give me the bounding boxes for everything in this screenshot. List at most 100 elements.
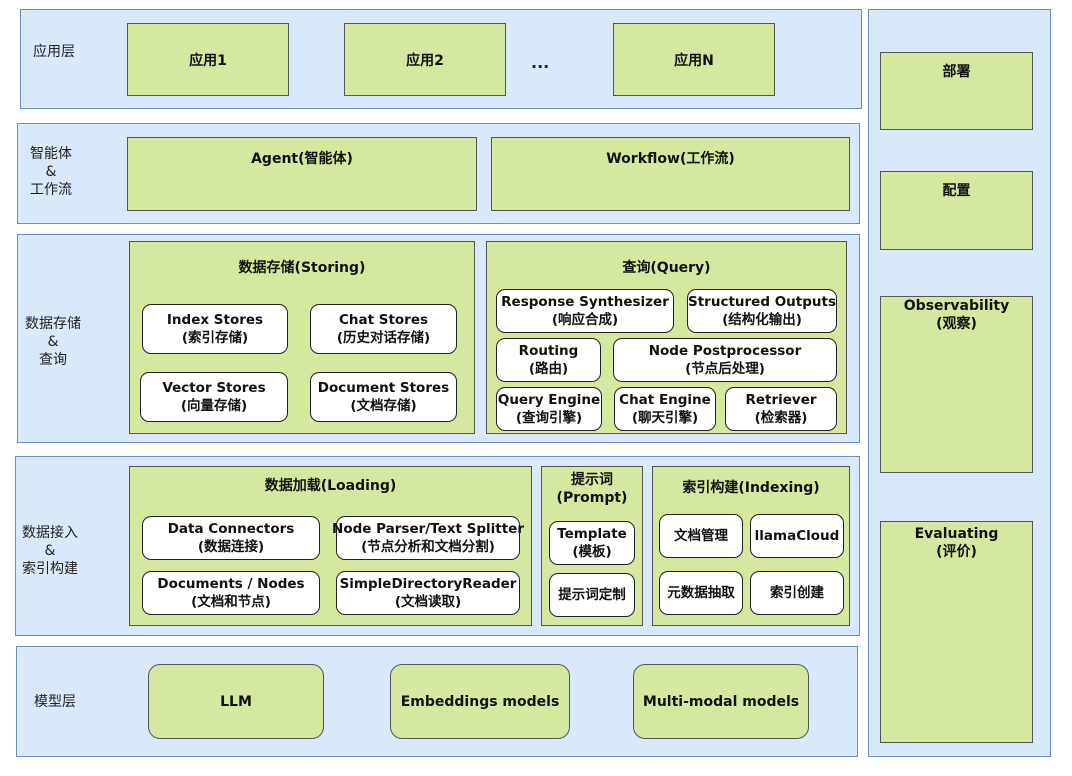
document-stores-box: Document Stores (文档存储)	[310, 372, 457, 422]
prompt-title-line1: 提示词	[571, 472, 613, 488]
data-connectors-name: Data Connectors	[167, 521, 295, 537]
app-2-box: 应用2	[344, 23, 506, 96]
query-engine-name: Query Engine	[497, 392, 601, 408]
node-parser-name: Node Parser/Text Splitter	[332, 521, 524, 537]
query-group: 查询(Query) Response Synthesizer (响应合成) St…	[486, 241, 847, 434]
deploy-title: 部署	[942, 64, 971, 80]
evaluating-title-line2: (评价)	[936, 544, 977, 560]
node-postprocessor-name: Node Postprocessor	[648, 343, 802, 359]
documents-nodes-name: Documents / Nodes	[157, 576, 305, 592]
storage-layer-label-line1: 数据存储	[25, 316, 81, 332]
response-synthesizer-sub: (响应合成)	[551, 312, 619, 328]
simple-directory-reader-sub: (文档读取)	[394, 594, 462, 610]
node-parser-sub: (节点分析和文档分割)	[361, 539, 495, 555]
embeddings-models-box: Embeddings models	[390, 664, 570, 739]
prompt-custom-name: 提示词定制	[558, 587, 626, 603]
doc-management-box: 文档管理	[659, 514, 743, 558]
multimodal-models-box: Multi-modal models	[633, 664, 809, 739]
node-postprocessor-sub: (节点后处理)	[685, 361, 765, 377]
documents-nodes-sub: (文档和节点)	[191, 594, 271, 610]
side-panel: 部署 配置 Observability (观察) Evaluating (评价)	[868, 9, 1051, 757]
prompt-group: 提示词 (Prompt) Template (模板) 提示词定制	[541, 466, 643, 626]
observability-title: Observability (观察)	[881, 297, 1032, 333]
documents-nodes-box: Documents / Nodes (文档和节点)	[142, 571, 320, 615]
routing-sub: (路由)	[528, 361, 569, 377]
document-stores-name: Document Stores	[317, 380, 450, 396]
agent-layer: 智能体 & 工作流 Agent(智能体) Workflow(工作流)	[17, 123, 860, 224]
node-postprocessor-box: Node Postprocessor (节点后处理)	[613, 338, 837, 382]
structured-outputs-box: Structured Outputs (结构化输出)	[687, 289, 837, 333]
vector-stores-name: Vector Stores	[162, 380, 266, 396]
template-box: Template (模板)	[549, 521, 635, 565]
retriever-name: Retriever	[745, 392, 817, 408]
storage-layer-label-line2: &	[47, 334, 59, 350]
template-name: Template	[557, 526, 627, 542]
agent-title: Agent(智能体)	[251, 151, 353, 167]
query-engine-box: Query Engine (查询引擎)	[496, 387, 602, 431]
response-synthesizer-box: Response Synthesizer (响应合成)	[496, 289, 674, 333]
app-1-box: 应用1	[127, 23, 289, 96]
ingest-layer-label-line1: 数据接入	[22, 525, 78, 541]
index-stores-box: Index Stores (索引存储)	[142, 304, 288, 354]
prompt-custom-box: 提示词定制	[549, 573, 635, 617]
indexing-title: 索引构建(Indexing)	[682, 480, 820, 496]
storage-query-layer: 数据存储 & 查询 数据存储(Storing) Index Stores (索引…	[17, 234, 860, 443]
ingest-layer-label-line3: 索引构建	[22, 561, 78, 577]
retriever-box: Retriever (检索器)	[725, 387, 837, 431]
app-n-box: 应用N	[613, 23, 775, 96]
storage-layer-label-line3: 查询	[39, 352, 67, 368]
config-box: 配置	[880, 171, 1033, 250]
index-creation-box: 索引创建	[750, 571, 844, 615]
model-layer: 模型层 LLM Embeddings models Multi-modal mo…	[16, 646, 858, 757]
agent-layer-label: 智能体 & 工作流	[30, 145, 72, 199]
agent-layer-label-line3: 工作流	[30, 182, 72, 198]
agent-layer-label-line2: &	[45, 164, 57, 180]
storing-title: 数据存储(Storing)	[238, 260, 366, 276]
llamacloud-box: llamaCloud	[750, 514, 844, 558]
chat-stores-box: Chat Stores (历史对话存储)	[310, 304, 457, 354]
query-engine-sub: (查询引擎)	[515, 410, 583, 426]
metadata-extraction-box: 元数据抽取	[659, 571, 743, 615]
observability-box: Observability (观察)	[880, 296, 1033, 473]
agent-layer-label-line1: 智能体	[30, 146, 72, 162]
chat-stores-name: Chat Stores	[338, 312, 429, 328]
model-layer-label: 模型层	[34, 694, 76, 710]
routing-name: Routing	[518, 343, 579, 359]
observability-title-line1: Observability	[903, 298, 1010, 314]
indexing-group: 索引构建(Indexing) 文档管理 llamaCloud 元数据抽取 索引创…	[652, 466, 850, 626]
template-sub: (模板)	[572, 544, 612, 560]
vector-stores-box: Vector Stores (向量存储)	[140, 372, 288, 422]
routing-box: Routing (路由)	[496, 338, 601, 382]
config-title: 配置	[942, 183, 971, 199]
chat-stores-sub: (历史对话存储)	[336, 330, 431, 346]
loading-title: 数据加载(Loading)	[264, 478, 397, 494]
ingest-layer-label-line2: &	[44, 543, 56, 559]
evaluating-box: Evaluating (评价)	[880, 521, 1033, 743]
workflow-box: Workflow(工作流)	[491, 137, 850, 211]
prompt-title-line2: (Prompt)	[556, 490, 628, 506]
vector-stores-sub: (向量存储)	[180, 398, 248, 414]
app-layer: 应用层 应用1 应用2 ... 应用N	[20, 9, 862, 109]
structured-outputs-name: Structured Outputs	[688, 294, 836, 310]
app-layer-label: 应用层	[33, 44, 75, 60]
chat-engine-name: Chat Engine	[619, 392, 711, 408]
simple-directory-reader-name: SimpleDirectoryReader	[339, 576, 517, 592]
deploy-box: 部署	[880, 52, 1033, 130]
chat-engine-sub: (聊天引擎)	[631, 410, 699, 426]
observability-title-line2: (观察)	[936, 316, 977, 332]
evaluating-title-line1: Evaluating	[914, 526, 999, 542]
retriever-sub: (检索器)	[754, 410, 808, 426]
response-synthesizer-name: Response Synthesizer	[501, 294, 669, 310]
structured-outputs-sub: (结构化输出)	[722, 312, 802, 328]
document-stores-sub: (文档存储)	[350, 398, 417, 414]
ingest-index-layer: 数据接入 & 索引构建 数据加载(Loading) Data Connector…	[15, 456, 860, 636]
evaluating-title: Evaluating (评价)	[881, 525, 1032, 561]
storing-group: 数据存储(Storing) Index Stores (索引存储) Chat S…	[129, 241, 475, 434]
data-connectors-box: Data Connectors (数据连接)	[142, 516, 320, 560]
query-title: 查询(Query)	[622, 260, 711, 276]
prompt-title: 提示词 (Prompt)	[542, 471, 642, 507]
index-stores-sub: (索引存储)	[181, 330, 249, 346]
simple-directory-reader-box: SimpleDirectoryReader (文档读取)	[336, 571, 520, 615]
node-parser-box: Node Parser/Text Splitter (节点分析和文档分割)	[332, 516, 524, 560]
llm-box: LLM	[148, 664, 324, 739]
